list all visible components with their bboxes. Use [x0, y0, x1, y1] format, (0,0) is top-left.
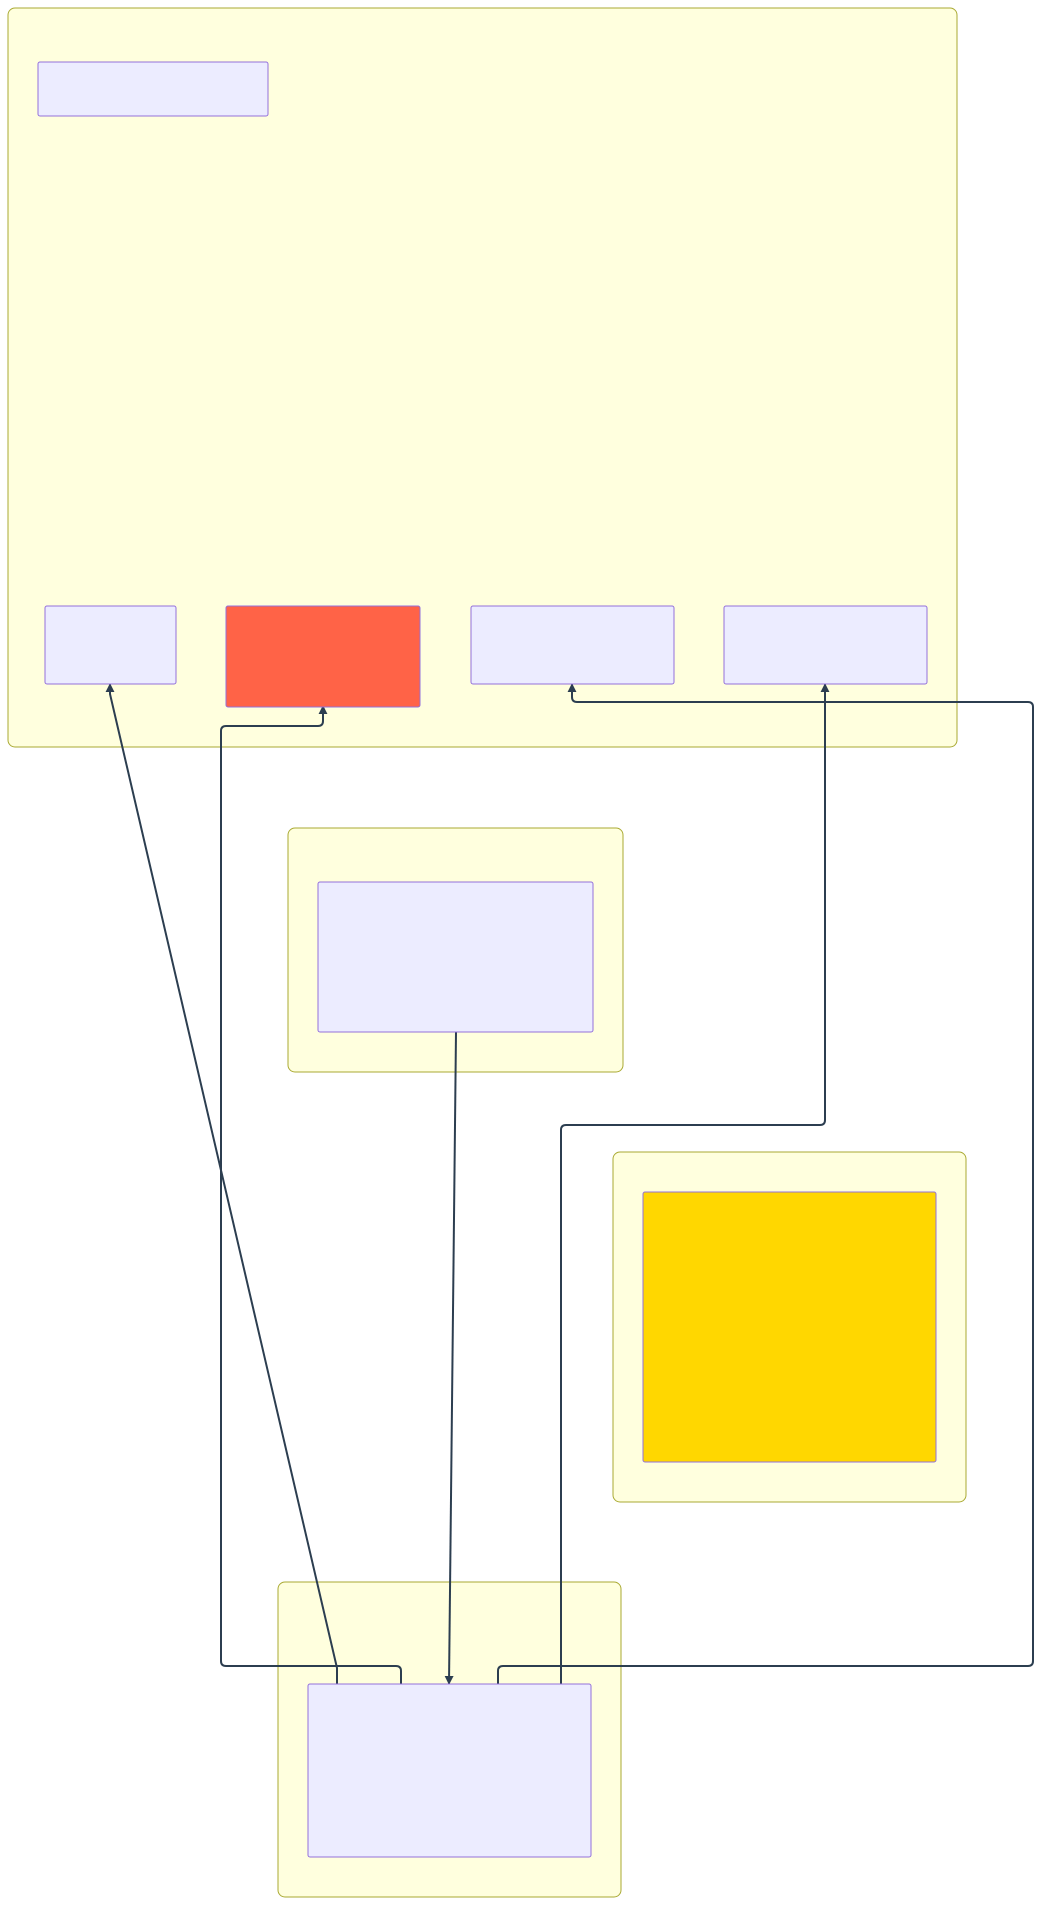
edge-bottom-to-top-1[interactable] — [105, 683, 338, 1684]
node-top-header[interactable] — [37, 61, 269, 117]
node-top-4[interactable] — [723, 605, 928, 685]
node-right[interactable] — [642, 1191, 937, 1463]
edge-bottom-to-top-4[interactable] — [560, 683, 830, 1684]
nodes — [37, 61, 937, 1858]
node-bottom[interactable] — [307, 1683, 592, 1858]
node-middle[interactable] — [317, 881, 594, 1033]
edge-middle-to-bottom[interactable] — [444, 1031, 457, 1685]
edge-bottom-to-top-3[interactable] — [497, 683, 1034, 1684]
edge-bottom-to-top-2[interactable] — [220, 705, 402, 1684]
node-top-2[interactable] — [225, 605, 421, 708]
edges — [105, 683, 1034, 1685]
node-top-3[interactable] — [470, 605, 675, 685]
cluster-top — [7, 7, 958, 748]
node-top-1[interactable] — [44, 605, 177, 685]
